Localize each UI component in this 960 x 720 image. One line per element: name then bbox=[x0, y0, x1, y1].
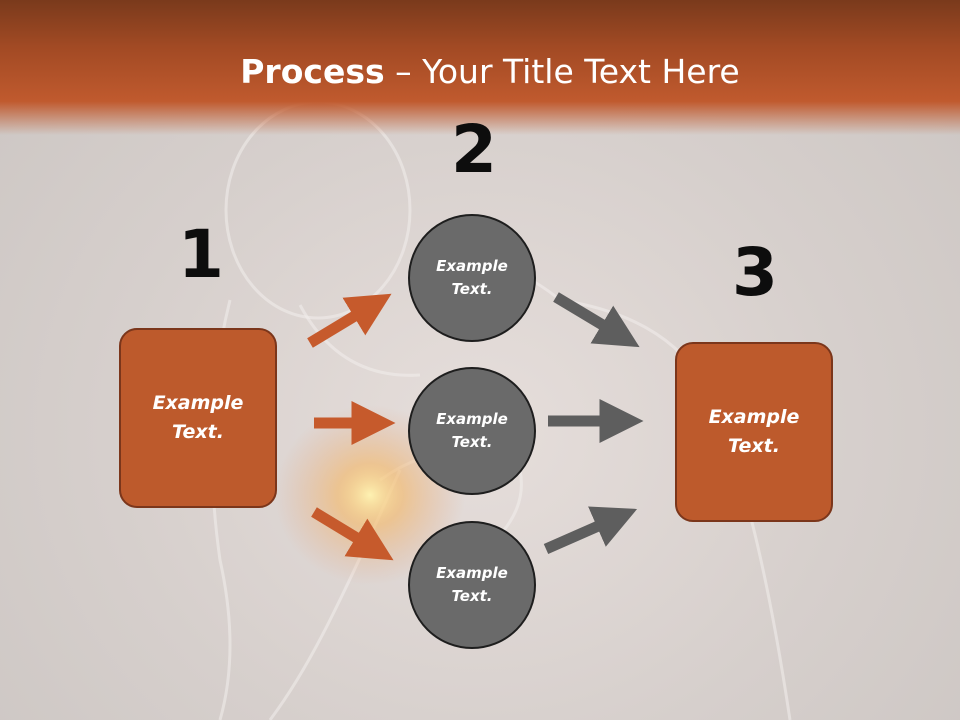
step-number-3: 3 bbox=[732, 234, 778, 311]
arrow-top-to-right bbox=[553, 292, 640, 348]
circle-top: Example Text. bbox=[408, 214, 536, 342]
left-box-line1: Example bbox=[152, 392, 244, 414]
right-box-line1: Example bbox=[708, 406, 800, 428]
title-bold: Process bbox=[240, 52, 385, 91]
arrow-bottom-to-right bbox=[543, 506, 638, 555]
left-box-line2: Text. bbox=[172, 421, 224, 443]
circle-middle-line2: Text. bbox=[451, 433, 493, 451]
right-box-line2: Text. bbox=[728, 435, 780, 457]
circle-middle-line1: Example bbox=[436, 410, 508, 428]
arrow-left-to-bottom bbox=[311, 507, 394, 561]
circle-bottom: Example Text. bbox=[408, 521, 536, 649]
circle-middle: Example Text. bbox=[408, 367, 536, 495]
title-rest: – Your Title Text Here bbox=[384, 52, 740, 91]
circle-top-line2: Text. bbox=[451, 280, 493, 298]
left-box: Example Text. bbox=[119, 328, 277, 508]
arrow-left-to-top bbox=[307, 293, 392, 348]
step-number-1: 1 bbox=[178, 216, 224, 293]
step-number-2: 2 bbox=[451, 111, 497, 188]
title-bar bbox=[0, 0, 960, 135]
circle-bottom-line2: Text. bbox=[451, 587, 493, 605]
circle-top-line1: Example bbox=[436, 257, 508, 275]
right-box: Example Text. bbox=[675, 342, 833, 522]
circle-bottom-line1: Example bbox=[436, 564, 508, 582]
slide-title: Process – Your Title Text Here bbox=[0, 52, 960, 91]
